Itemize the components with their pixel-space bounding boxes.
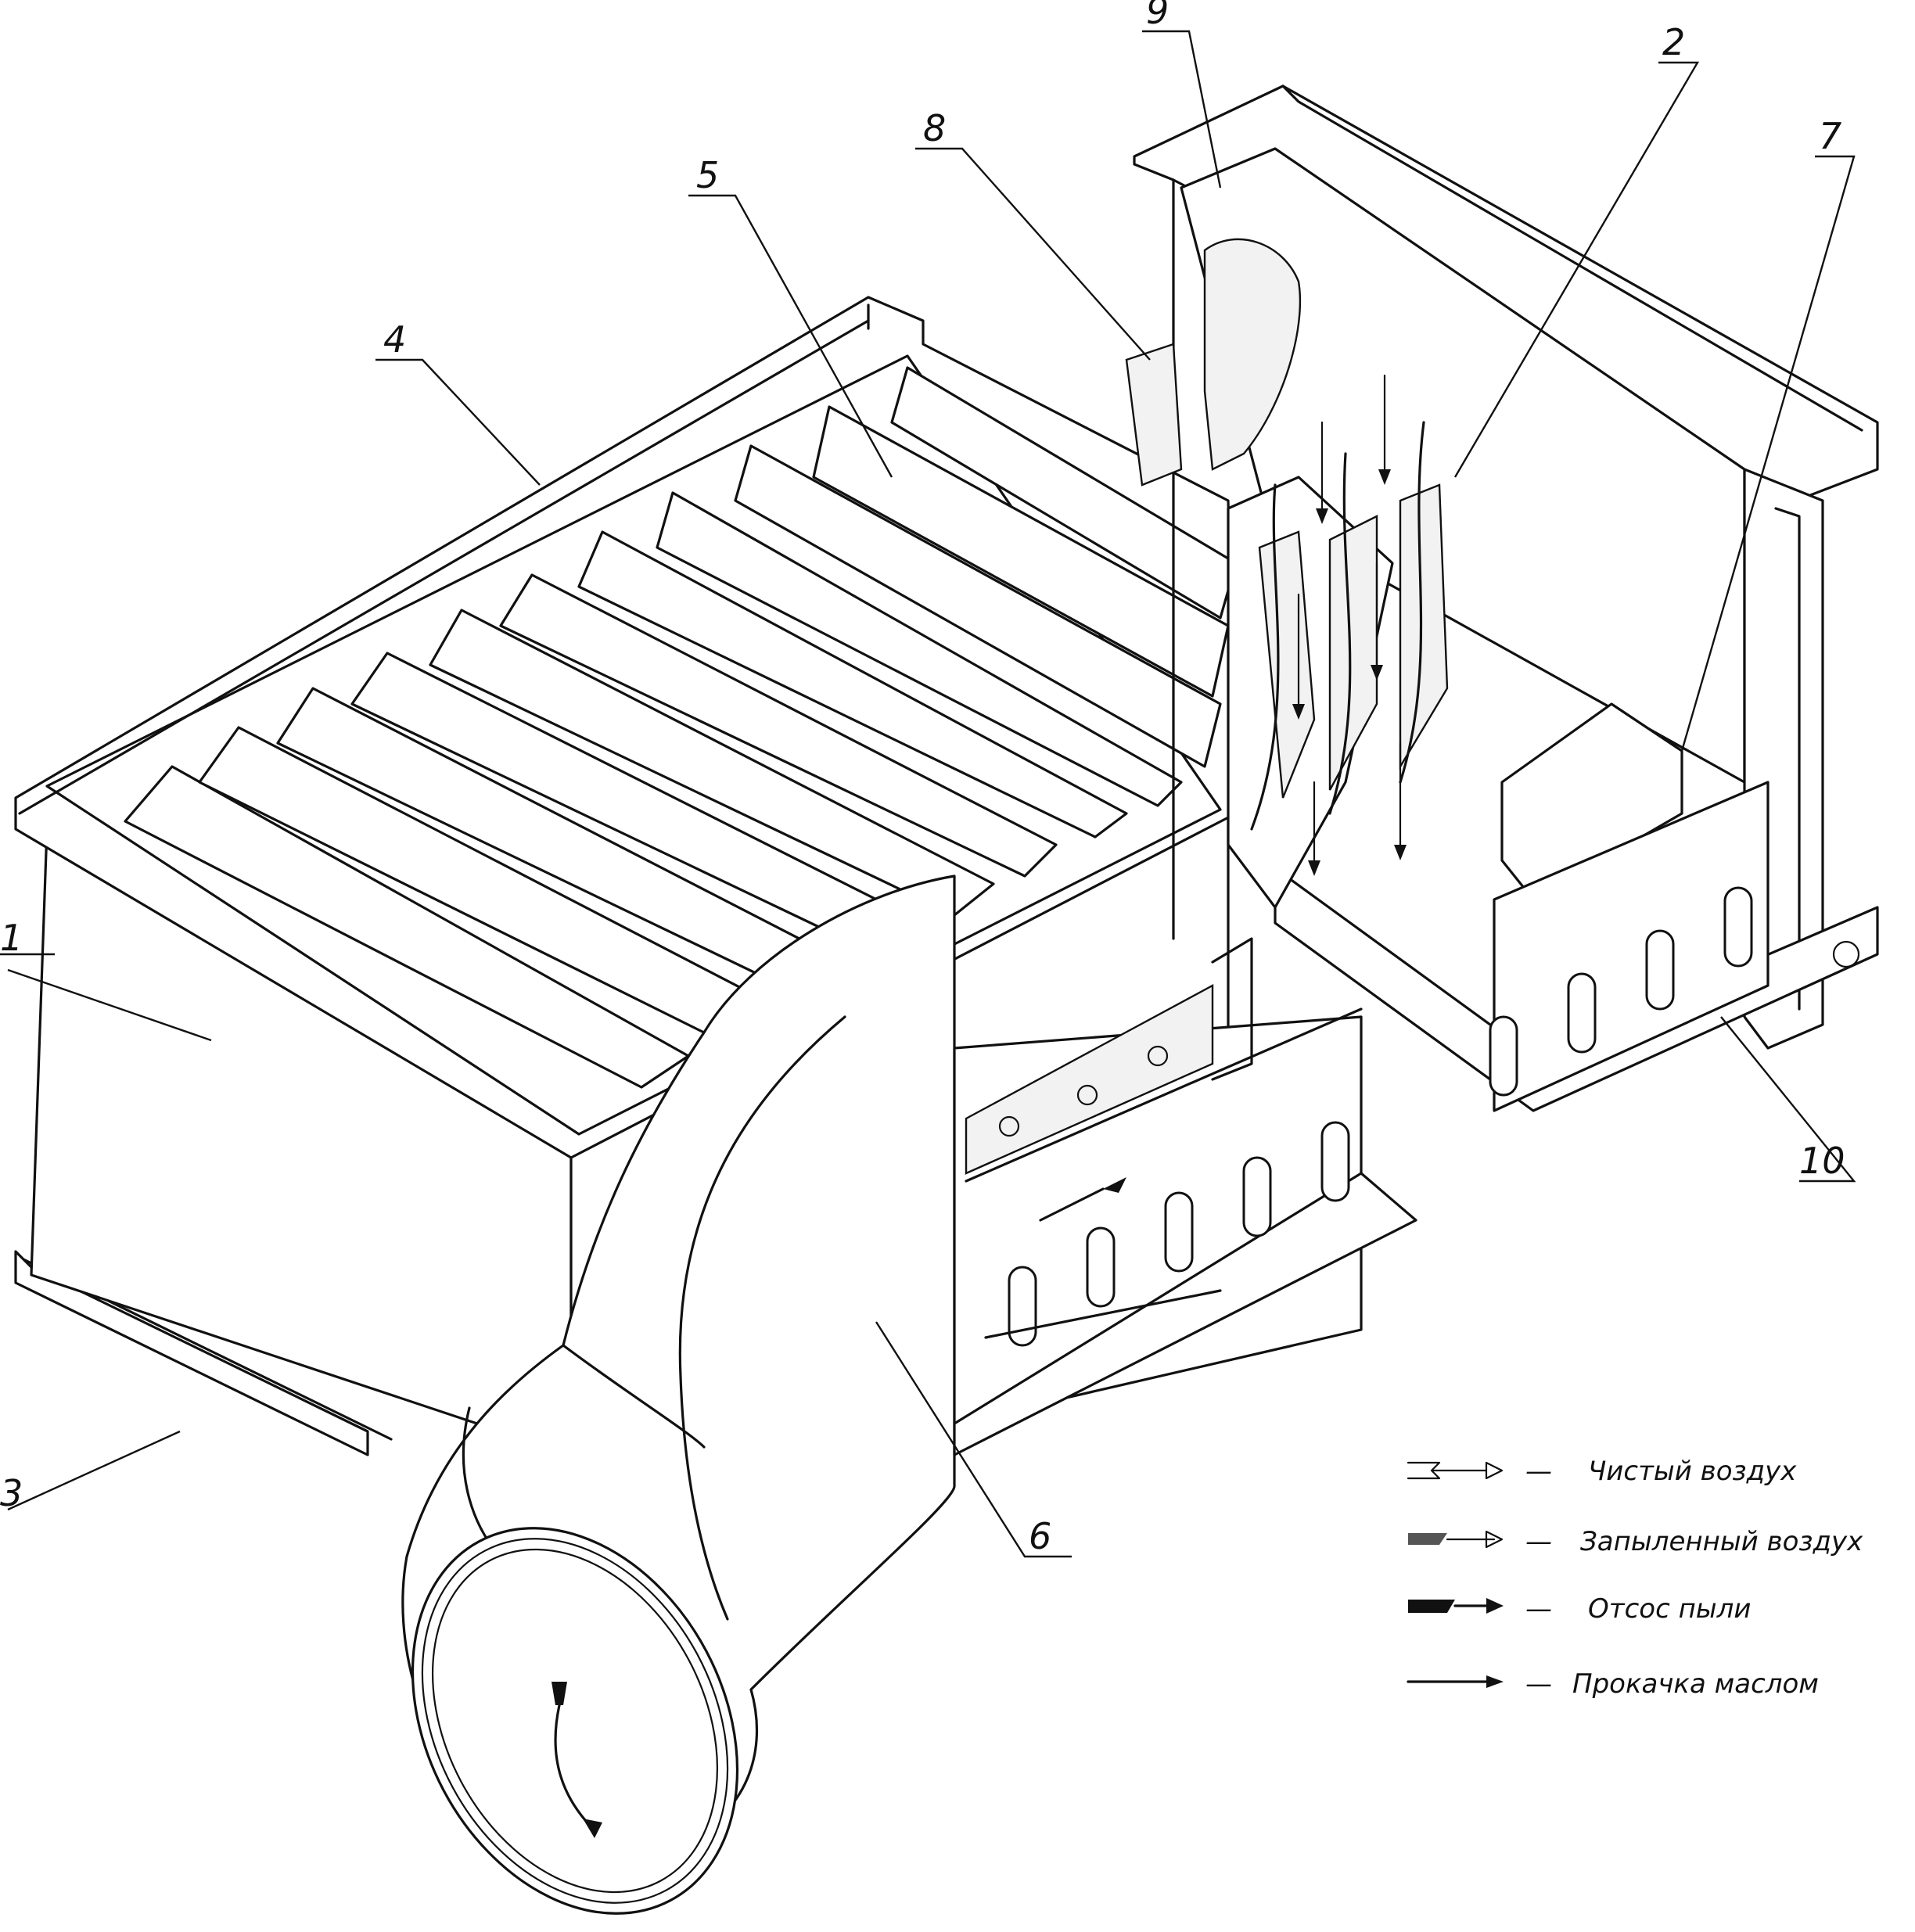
leader-lines bbox=[0, 30, 1856, 1558]
callout-2: 2 bbox=[1662, 21, 1685, 63]
callout-9: 9 bbox=[1146, 0, 1169, 32]
upper-slot-row bbox=[1489, 886, 1753, 1097]
legend-label-dust-suction: Отсос пыли bbox=[1588, 1593, 1751, 1625]
legend-dash: — bbox=[1525, 1526, 1552, 1557]
legend-clean-air: — Чистый воздух bbox=[1407, 1456, 1797, 1487]
dust-suction-arrow-icon bbox=[1408, 1600, 1455, 1613]
callout-numbers: 1 2 3 4 5 6 7 8 9 10 bbox=[0, 0, 1845, 1557]
oil-reservoir bbox=[1203, 238, 1302, 471]
legend-dash: — bbox=[1525, 1593, 1552, 1625]
oil-trough bbox=[1125, 343, 1183, 487]
cutaway-unit bbox=[1125, 84, 1879, 1112]
pipe-flow-arrowhead bbox=[583, 1819, 602, 1838]
legend-label-oil-pumping: Прокачка маслом bbox=[1572, 1668, 1819, 1700]
callout-6: 6 bbox=[1029, 1515, 1051, 1557]
pipe-mouth-outer bbox=[411, 1527, 739, 1915]
callout-1: 1 bbox=[0, 917, 23, 959]
callout-8: 8 bbox=[923, 107, 946, 149]
legend-dust-suction: — Отсос пыли bbox=[1408, 1593, 1751, 1625]
clean-air-arrow-icon bbox=[1407, 1461, 1504, 1480]
lower-slot-row bbox=[1008, 1121, 1350, 1347]
legend-label-dusty-air: Запыленный воздух bbox=[1580, 1526, 1863, 1557]
pipe-flow-arrow-tail bbox=[552, 1682, 567, 1705]
callout-5: 5 bbox=[696, 154, 719, 196]
dusty-air-arrow-icon bbox=[1408, 1533, 1447, 1545]
base-plate bbox=[14, 1250, 369, 1456]
flow-arrows bbox=[1292, 374, 1407, 876]
callout-4: 4 bbox=[383, 318, 406, 361]
lamella-stack bbox=[124, 366, 1238, 1089]
collector-trough bbox=[1500, 702, 1683, 901]
callout-7: 7 bbox=[1819, 115, 1841, 157]
oil-bath-box bbox=[953, 937, 1417, 1456]
callout-3: 3 bbox=[0, 1472, 23, 1514]
legend-dash: — bbox=[1525, 1668, 1552, 1700]
legend-dusty-air: — Запыленный воздух bbox=[1408, 1526, 1863, 1557]
legend-dash: — bbox=[1525, 1456, 1552, 1487]
legend-label-clean-air: Чистый воздух bbox=[1588, 1456, 1797, 1487]
legend: — Чистый воздух — Запыленный воздух — От… bbox=[1407, 1456, 1863, 1700]
outlet-pipe bbox=[401, 874, 956, 1915]
callout-10: 10 bbox=[1799, 1140, 1845, 1182]
legend-oil-pumping: — Прокачка маслом bbox=[1407, 1668, 1819, 1700]
